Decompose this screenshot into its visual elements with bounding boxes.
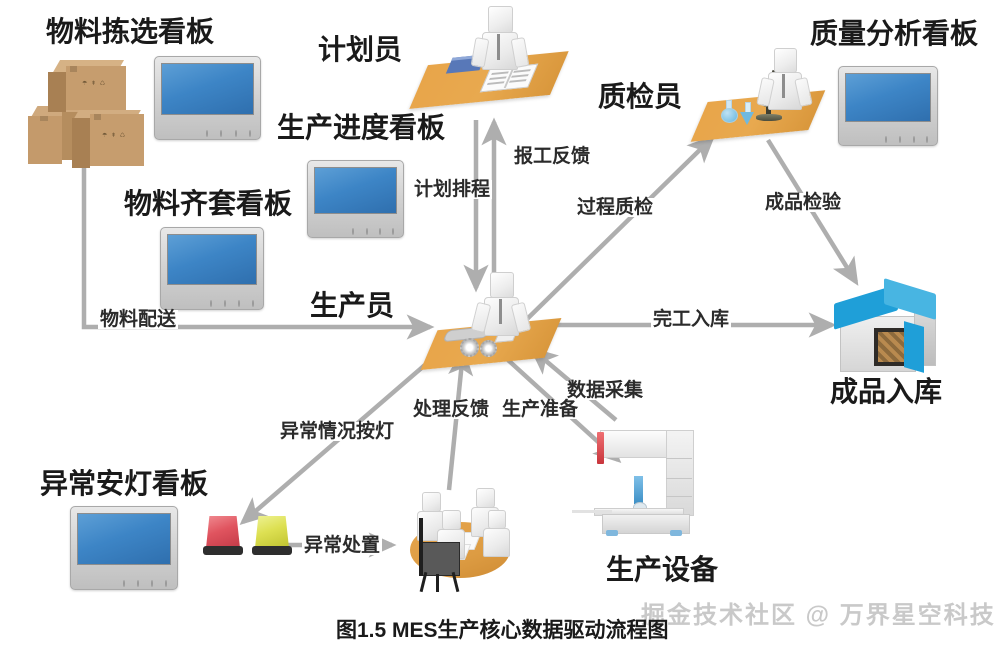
label-material-kitting-kanban: 物料齐套看板	[124, 188, 293, 219]
label-material-picking-kanban: 物料拣选看板	[46, 16, 215, 47]
monitor-quality-analysis-kanban[interactable]	[838, 66, 938, 146]
label-abnormal-andon-kanban: 异常安灯看板	[40, 468, 209, 499]
gear-icon	[480, 340, 497, 357]
figure-caption: 图1.5 MES生产核心数据驱动流程图	[336, 619, 669, 642]
monitor-production-progress-kanban[interactable]	[307, 160, 404, 238]
monitor-material-picking-kanban[interactable]	[154, 56, 261, 140]
monitor-buttons	[210, 299, 254, 307]
edge-label-finished-inspection: 成品检验	[763, 192, 844, 213]
monitor-abnormal-andon-kanban[interactable]	[70, 506, 178, 590]
andon-light-red-icon	[203, 516, 245, 560]
monitor-buttons	[123, 579, 168, 587]
edge-label-material-delivery: 物料配送	[98, 309, 179, 330]
person-icon	[480, 510, 516, 562]
monitor-buttons	[885, 135, 929, 143]
edge-label-completion-warehousing: 完工入库	[651, 309, 732, 330]
label-quality-analysis-kanban: 质量分析看板	[810, 18, 979, 49]
label-quality-inspector: 质检员	[598, 81, 683, 112]
warehouse-icon	[826, 272, 948, 378]
planner-icon	[408, 4, 569, 120]
production-equipment-icon	[572, 428, 700, 540]
monitor-material-kitting-kanban[interactable]	[160, 227, 264, 310]
monitor-buttons	[206, 129, 251, 137]
edge-label-abnormal-light-press: 异常情况按灯	[278, 421, 397, 442]
label-producer: 生产员	[310, 290, 395, 321]
monitor-buttons	[352, 227, 395, 235]
label-production-equipment: 生产设备	[606, 554, 719, 585]
edge-label-plan-scheduling: 计划排程	[412, 179, 493, 200]
label-finished-goods-warehouse: 成品入库	[830, 376, 943, 407]
watermark: 掘金技术社区 @ 万界星空科技	[641, 602, 996, 629]
edge-label-data-collection: 数据采集	[565, 380, 646, 401]
gear-icon	[460, 338, 479, 357]
edge-label-abnormal-handling: 异常处置	[302, 535, 383, 556]
label-production-progress-kanban: 生产进度看板	[277, 112, 446, 143]
edge-label-handling-feedback: 处理反馈	[411, 399, 492, 420]
edge-label-process-inspection: 过程质检	[575, 197, 656, 218]
andon-light-yellow-icon	[252, 516, 294, 560]
producer-icon	[420, 272, 562, 376]
edge-label-production-prep: 生产准备	[500, 399, 581, 420]
flask-icon	[720, 100, 738, 123]
edge-label-work-report-feedback: 报工反馈	[512, 146, 593, 167]
chair-icon	[420, 542, 460, 576]
material-boxes-icon: ☂ ⇞ ♺ ☂ ⇞ ♺	[28, 58, 148, 168]
meeting-room-icon	[392, 488, 520, 594]
flask-icon	[740, 102, 755, 126]
label-planner: 计划员	[318, 34, 403, 65]
quality-inspector-icon	[690, 44, 826, 154]
